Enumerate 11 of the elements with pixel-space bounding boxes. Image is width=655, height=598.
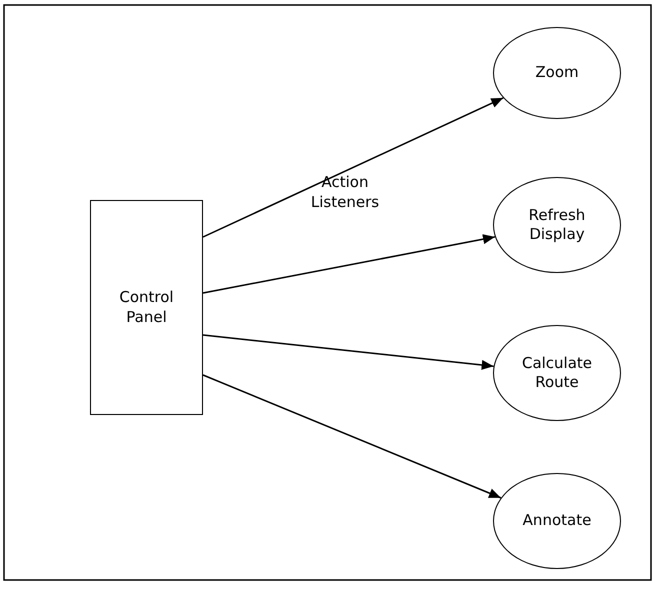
node-label: Annotate xyxy=(522,511,592,531)
panel-box xyxy=(90,200,203,415)
arrow xyxy=(202,97,504,238)
arrow xyxy=(202,234,496,294)
edge-group-label: Action Listeners xyxy=(310,173,380,212)
node-label: Refresh Display xyxy=(528,206,586,244)
arrow xyxy=(202,334,494,370)
arrow xyxy=(202,374,502,499)
node-label: Calculate Route xyxy=(520,354,594,392)
node-label: Zoom xyxy=(535,63,579,83)
node-label: Control Panel xyxy=(118,288,175,327)
